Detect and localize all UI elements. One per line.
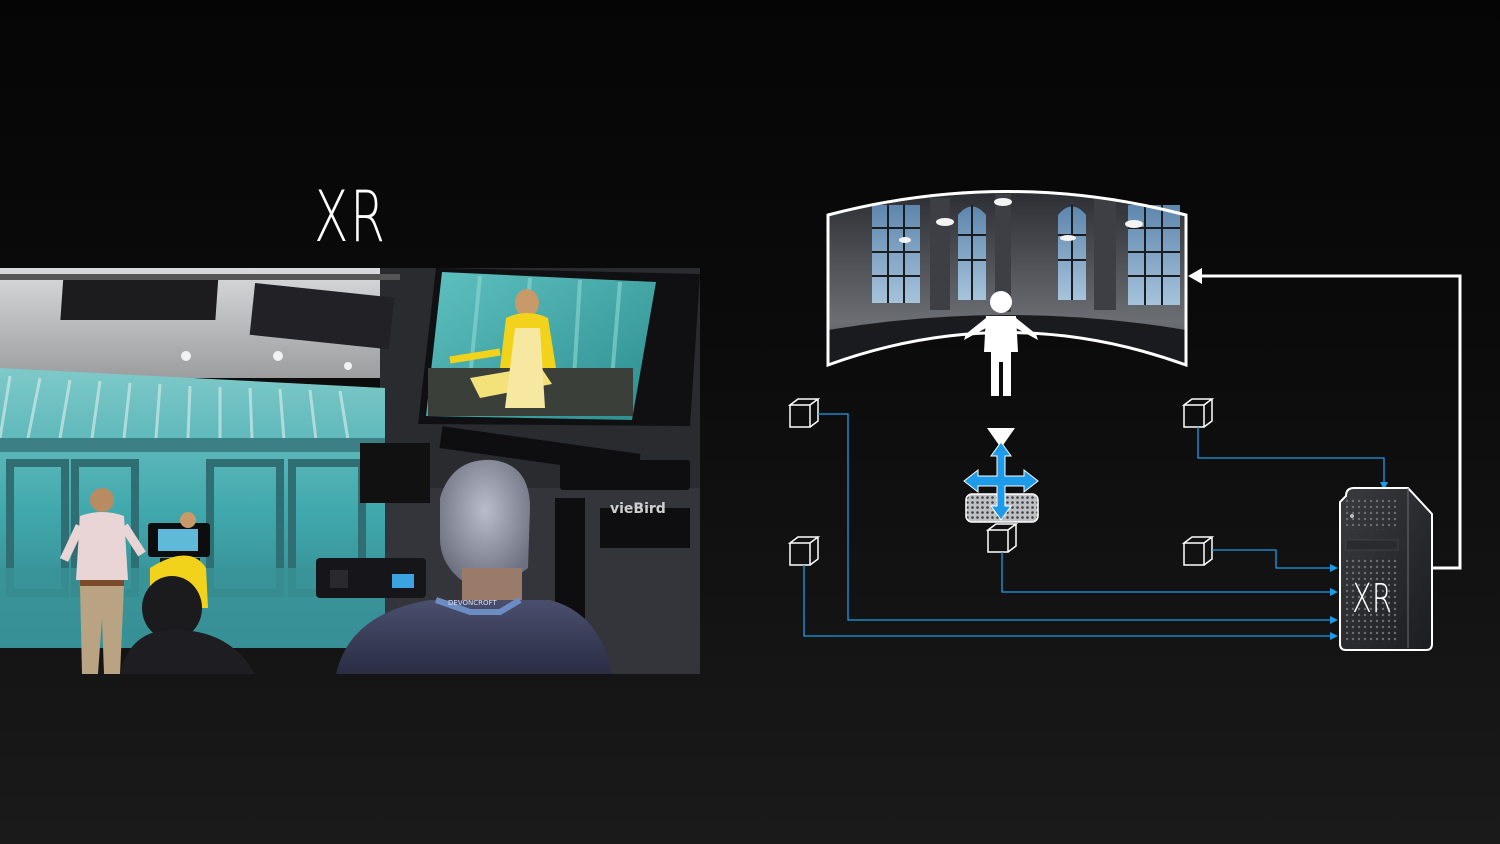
crane-brand-mark: vieBird (610, 501, 666, 517)
ceiling-beam (0, 274, 400, 280)
virtual-room-windows (872, 205, 1180, 305)
virtual-pergola (0, 375, 350, 441)
ceiling-speaker (249, 283, 395, 350)
ceiling-light (181, 351, 191, 361)
monitor-presenter (449, 289, 556, 408)
virtual-room-pillars (930, 194, 1116, 312)
ceiling-speaker (60, 280, 219, 320)
tracker-box-icon (787, 398, 821, 428)
movement-arrows-icon (963, 441, 1039, 521)
foreground-viewer: DEVONCROFT (336, 459, 612, 674)
signal-arrowheads (1330, 482, 1388, 640)
virtual-room-lamps (899, 198, 1143, 243)
presenter-man (59, 488, 146, 674)
tracker-box-icon (1181, 536, 1215, 566)
led-volume-wall (826, 190, 1188, 368)
virtual-beam (0, 438, 385, 452)
signal-lines (803, 413, 1385, 637)
ceiling-light (273, 351, 283, 361)
tracker-box-icon (985, 523, 1019, 553)
tracker-box-icon (1181, 398, 1215, 428)
svg-text:DEVONCROFT: DEVONCROFT (448, 599, 497, 607)
server-xr-label: XR (1352, 576, 1392, 622)
slide-title: XR (314, 176, 387, 258)
tracker-box-icon (787, 536, 821, 566)
output-feed-line (1188, 268, 1462, 570)
camera-operator (120, 576, 255, 674)
xr-system-diagram: XR (787, 190, 1462, 651)
render-server-tower (1339, 487, 1433, 651)
studio-photo: vieBird DEVONCROFT (0, 268, 700, 674)
ceiling-light (344, 362, 352, 370)
presenter-figure (964, 291, 1038, 396)
